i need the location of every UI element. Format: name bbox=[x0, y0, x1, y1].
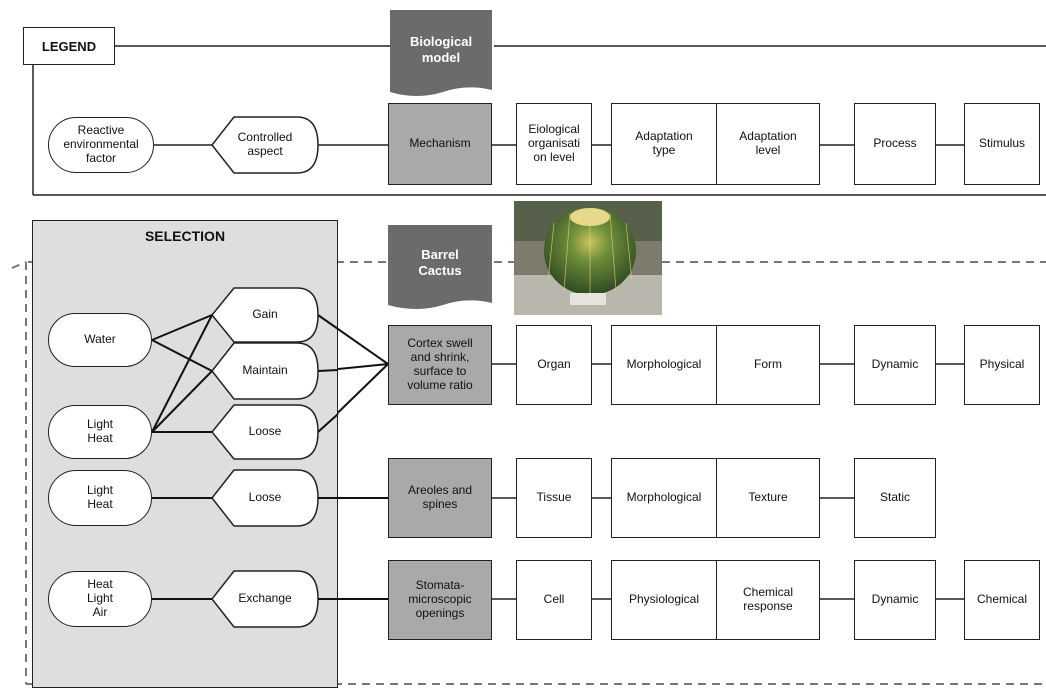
legend-process-node: Process bbox=[854, 103, 936, 185]
legend-frame bbox=[32, 45, 1046, 196]
biological-model-banner: Biological model bbox=[409, 34, 473, 65]
row1-stimulus: Physical bbox=[964, 325, 1040, 405]
row2-mechanism: Areoles and spines bbox=[388, 458, 492, 538]
row2-adaptation-type: Morphological bbox=[611, 458, 717, 538]
cactus-icon bbox=[514, 201, 662, 315]
row2-adaptation-level: Texture bbox=[716, 458, 820, 538]
cactus-photo bbox=[514, 201, 662, 315]
aspect-maintain: Maintain bbox=[242, 363, 288, 378]
legend-org-level-node: Eiological organisati on level bbox=[516, 103, 592, 185]
legend-mechanism-node: Mechanism bbox=[388, 103, 492, 185]
biological-model-banner-shape bbox=[390, 10, 492, 96]
row1-process: Dynamic bbox=[854, 325, 936, 405]
row-connectors bbox=[492, 363, 964, 600]
selection-title: SELECTION bbox=[144, 228, 226, 244]
factor-heat-light-air: Heat Light Air bbox=[48, 571, 152, 627]
barrel-cactus-banner: Barrel Cactus bbox=[418, 247, 462, 278]
legend-adaptation-level-node: Adaptation level bbox=[716, 103, 820, 185]
legend-factor-node: Reactive environmental factor bbox=[48, 117, 154, 173]
legend-aspect-node: Controlled aspect bbox=[237, 130, 293, 158]
row1-adaptation-type: Morphological bbox=[611, 325, 717, 405]
legend-title: LEGEND bbox=[23, 27, 115, 65]
aspect-loose-1: Loose bbox=[248, 424, 282, 439]
factor-light-heat-1: Light Heat bbox=[48, 405, 152, 459]
row2-process: Static bbox=[854, 458, 936, 538]
row1-mechanism: Cortex swell and shrink, surface to volu… bbox=[388, 325, 492, 405]
row3-org-level: Cell bbox=[516, 560, 592, 640]
row2-org-level: Tissue bbox=[516, 458, 592, 538]
row3-stimulus: Chemical bbox=[964, 560, 1040, 640]
row3-adaptation-level: Chemical response bbox=[716, 560, 820, 640]
factor-water: Water bbox=[48, 313, 152, 367]
legend-controlled-aspect-shape bbox=[211, 116, 319, 174]
row3-process: Dynamic bbox=[854, 560, 936, 640]
factor-light-heat-2: Light Heat bbox=[48, 470, 152, 526]
aspect-exchange: Exchange bbox=[238, 591, 292, 606]
barrel-cactus-banner-shape bbox=[388, 225, 492, 309]
row1-org-level: Organ bbox=[516, 325, 592, 405]
legend-adaptation-type-node: Adaptation type bbox=[611, 103, 717, 185]
row3-mechanism: Stomata- microscopic openings bbox=[388, 560, 492, 640]
row3-adaptation-type: Physiological bbox=[611, 560, 717, 640]
row1-adaptation-level: Form bbox=[716, 325, 820, 405]
aspect-gain: Gain bbox=[252, 307, 278, 322]
legend-stimulus-node: Stimulus bbox=[964, 103, 1040, 185]
aspect-loose-2: Loose bbox=[248, 490, 282, 505]
